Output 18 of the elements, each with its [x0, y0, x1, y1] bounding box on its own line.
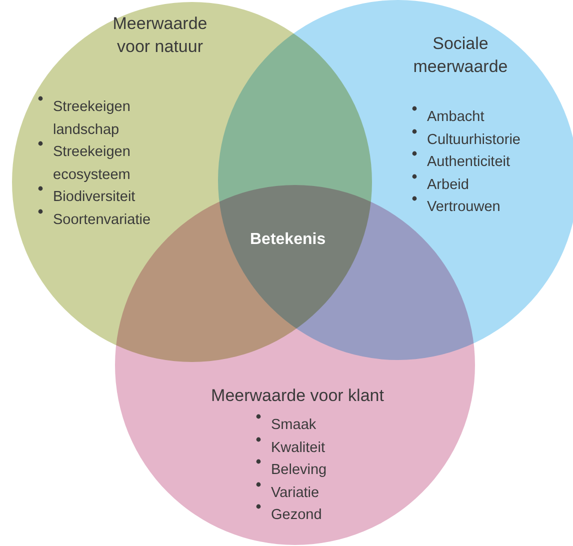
list-item: Variatie [271, 484, 320, 500]
list-item: Authenticiteit [427, 154, 510, 170]
center-label: Betekenis [250, 231, 326, 249]
list-item: Streekeigen landschap [53, 99, 130, 138]
list-item: Beleving [271, 462, 327, 478]
list-item: Arbeid [427, 176, 469, 192]
list-item: Kwaliteit [271, 440, 325, 456]
list-item: Biodiversiteit [53, 189, 136, 205]
list-item: Ambacht [427, 109, 484, 125]
list-item: Vertrouwen [427, 199, 500, 215]
circle-heading: Meerwaarde voor klant [210, 385, 385, 407]
circle-heading: Meerwaarde voor natuur [112, 13, 208, 58]
list-item: Smaak [271, 417, 316, 433]
circle-heading: Sociale meerwaarde [412, 33, 509, 78]
list-item: Gezond [271, 507, 322, 523]
list-item: Cultuurhistorie [427, 132, 520, 148]
list-item: Soortenvariatie [53, 212, 151, 228]
list-item: Streekeigen ecosysteem [53, 144, 130, 182]
